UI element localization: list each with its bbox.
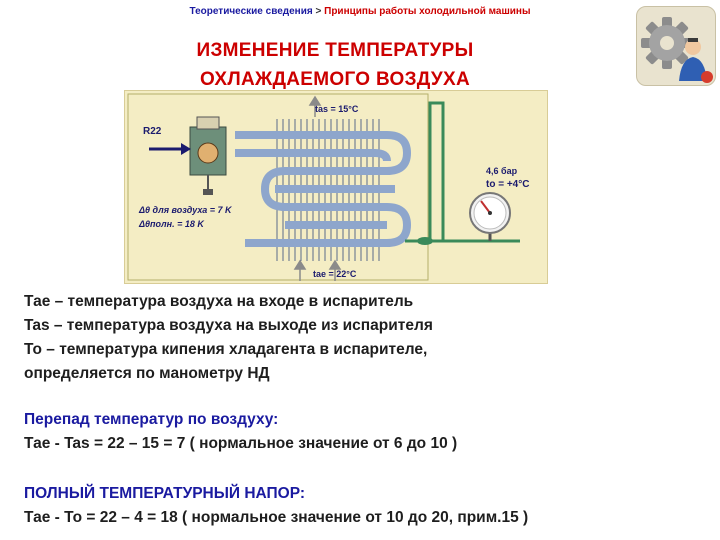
label-air-outlet-temp: tas = 15°C xyxy=(315,104,359,114)
refrigerant-inlet-arrow xyxy=(149,143,191,155)
breadcrumb-current: Принципы работы холодильной машины xyxy=(324,6,531,17)
page-title-line1: ИЗМЕНЕНИЕ ТЕМПЕРАТУРЫ xyxy=(196,40,474,61)
diagram-frame xyxy=(127,93,429,281)
breadcrumb: Теоретические сведения > Принципы работы… xyxy=(0,6,720,17)
definition-to: То – температура кипения хладагента в ис… xyxy=(24,341,428,358)
label-boiling-temp: to = +4°C xyxy=(486,179,530,190)
evaporator-diagram: tas = 15°C R22 4,6 бар to = +4°C Δθ для … xyxy=(124,90,548,284)
breadcrumb-separator: > xyxy=(315,6,322,17)
evaporator-coil xyxy=(235,131,412,247)
air-diff-formula: Тае - Tas = 22 – 15 = 7 ( нормальное зна… xyxy=(24,435,458,452)
label-delta-air: Δθ для воздуха = 7 K xyxy=(139,205,232,215)
label-pressure: 4,6 бар xyxy=(486,166,518,176)
full-temperature-head: ПОЛНЫЙ ТЕМПЕРАТУРНЫЙ НАПОР: Тае - То = 2… xyxy=(24,482,528,530)
air-diff-heading: Перепад температур по воздуху: xyxy=(24,411,279,428)
label-air-inlet-temp: tae = 22°C xyxy=(313,269,357,279)
full-head-formula: Тае - То = 22 – 4 = 18 ( нормальное знач… xyxy=(24,509,529,526)
breadcrumb-parent-link[interactable]: Теоретические сведения xyxy=(189,6,313,17)
air-flow-arrows xyxy=(293,95,342,281)
label-refrigerant: R22 xyxy=(143,126,162,137)
evaporator-schematic xyxy=(127,93,520,281)
page-title: ИЗМЕНЕНИЕ ТЕМПЕРАТУРЫ ОХЛАЖДАЕМОГО ВОЗДУ… xyxy=(120,36,550,94)
gear-with-person-icon xyxy=(641,17,713,83)
home-logo-button[interactable] xyxy=(636,6,716,86)
label-delta-full: Δθполн. = 18 K xyxy=(139,219,204,229)
definitions: Тае – температура воздуха на входе в исп… xyxy=(24,290,433,386)
full-head-heading: ПОЛНЫЙ ТЕМПЕРАТУРНЫЙ НАПОР: xyxy=(24,485,306,502)
definition-tas: Tas – температура воздуха на выходе из и… xyxy=(24,317,433,334)
air-temperature-difference: Перепад температур по воздуху: Тае - Tas… xyxy=(24,408,457,456)
definition-tae: Тае – температура воздуха на входе в исп… xyxy=(24,293,414,310)
pipe-fitting xyxy=(417,237,433,245)
expansion-valve xyxy=(189,116,227,195)
definition-to-note: определяется по манометру НД xyxy=(24,365,270,382)
page-title-line2: ОХЛАЖДАЕМОГО ВОЗДУХА xyxy=(200,69,470,90)
pressure-gauge xyxy=(469,192,511,241)
